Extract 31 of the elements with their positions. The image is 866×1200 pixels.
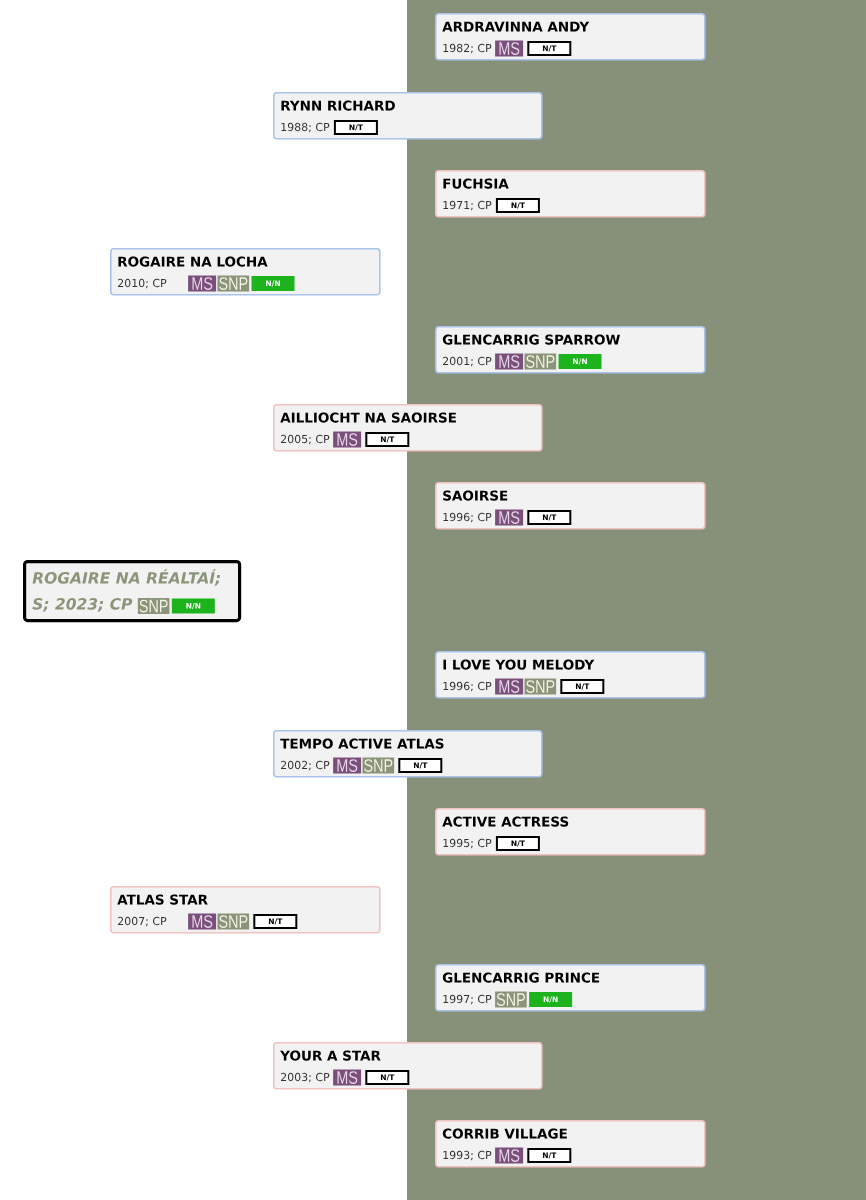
year-text: 1993; CP: [443, 1150, 492, 1161]
year-text: 2002; CP: [281, 760, 330, 771]
year-text: S; 2023; CP: [32, 598, 133, 612]
horse-name: ROGAIRE NA RÉALTAÍ;: [32, 569, 221, 586]
year-text: 1982; CP: [443, 43, 492, 54]
horse-name: AILLIOCHT NA SAOIRSE: [280, 412, 456, 423]
horse-name: RYNN RICHARD: [281, 100, 395, 111]
year-text: 2010; CP: [118, 278, 167, 289]
horse-name: ATLAS STAR: [117, 894, 208, 905]
year-text: 2001; CP: [443, 356, 492, 367]
year-text: 1995; CP: [443, 838, 492, 849]
horse-name: TEMPO ACTIVE ATLAS: [280, 738, 444, 749]
year-text: 1996; CP: [443, 681, 492, 692]
horse-name: YOUR A STAR: [280, 1050, 381, 1061]
horse-name: GLENCARRIG SPARROW: [442, 334, 620, 345]
year-text: 1971; CP: [443, 200, 492, 211]
year-text: 1988; CP: [281, 122, 330, 133]
horse-name: FUCHSIA: [443, 178, 509, 189]
year-text: 1996; CP: [443, 512, 492, 523]
horse-name: CORRIB VILLAGE: [442, 1128, 567, 1139]
badge: SNP: [137, 598, 170, 614]
horse-name: ROGAIRE NA LOCHA: [118, 256, 268, 267]
year-text: 2003; CP: [281, 1072, 330, 1083]
horse-name: SAOIRSE: [443, 490, 508, 501]
horse-name: ARDRAVINNA ANDY: [442, 21, 590, 32]
horse-name: ACTIVE ACTRESS: [442, 816, 569, 827]
year-text: 2007; CP: [118, 916, 167, 927]
horse-name: GLENCARRIG PRINCE: [442, 972, 600, 983]
horse-name: I LOVE YOU MELODY: [443, 659, 595, 670]
year-text: 1997; CP: [443, 994, 492, 1005]
year-text: 2005; CP: [281, 434, 330, 445]
